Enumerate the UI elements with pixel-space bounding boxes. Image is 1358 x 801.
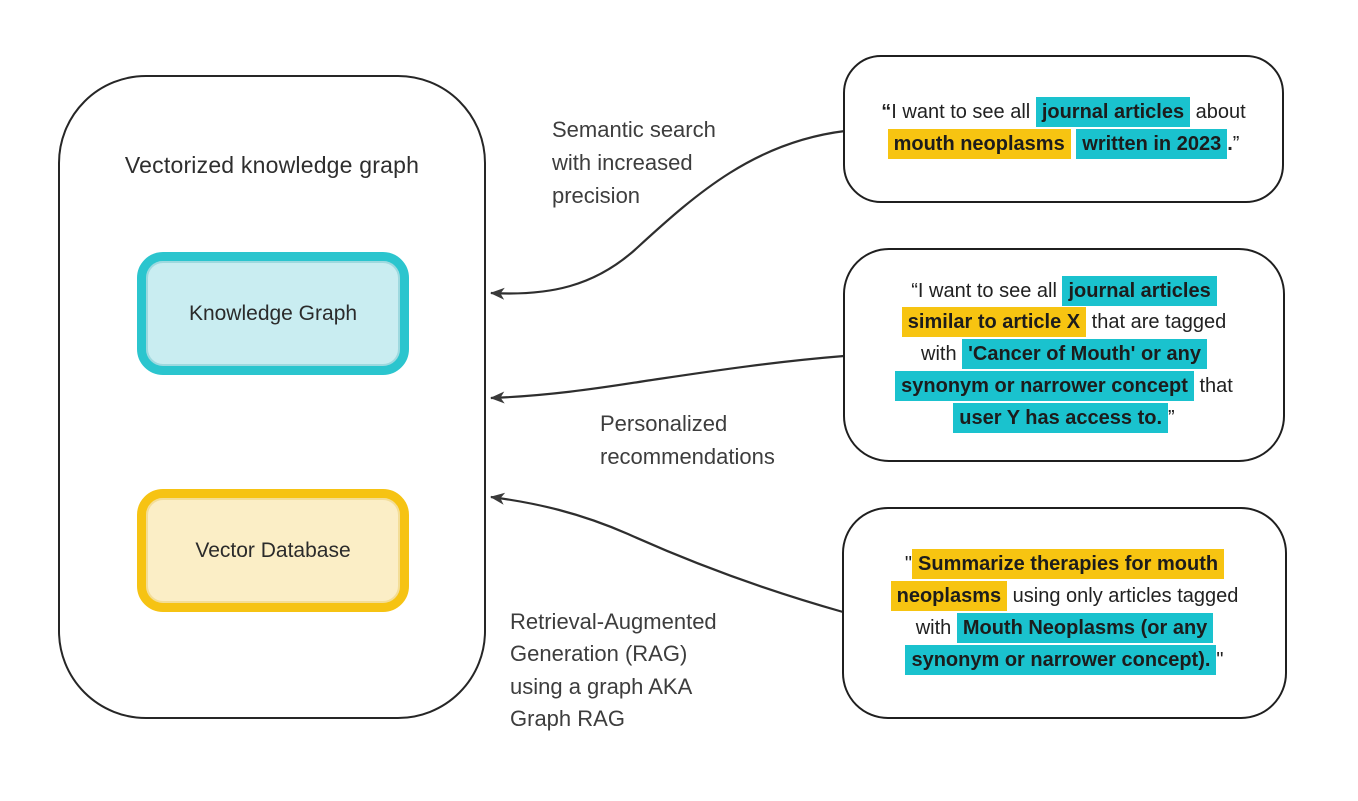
bubble-text-line: synonym or narrower concept that: [895, 370, 1233, 403]
teal-highlighted-text: Mouth Neoplasms (or any: [956, 613, 1214, 643]
plain-text: I want to see all: [891, 101, 1036, 124]
plain-text: with: [915, 617, 957, 639]
teal-highlighted-text: journal articles: [1035, 97, 1191, 128]
annotation-line: using a graph AKA: [510, 673, 693, 699]
edge-personalized-recommendations: [490, 354, 845, 404]
vector-database-node: Vector Database: [137, 489, 409, 612]
annotation-line: Generation (RAG): [510, 641, 688, 667]
edge-graph-rag: [490, 492, 844, 614]
plain-text: with: [921, 343, 963, 366]
teal-highlighted-text: synonym or narrower concept).: [905, 644, 1217, 675]
plain-text: ": [1216, 648, 1224, 671]
bubble-text-line: with 'Cancer of Mouth' or any: [921, 339, 1207, 371]
knowledge-graph-node: Knowledge Graph: [137, 252, 409, 375]
yellow-highlighted-text: similar to article X: [901, 307, 1087, 338]
plain-text: using only articles tagged: [1007, 585, 1239, 608]
teal-highlighted-text: journal articles: [1062, 275, 1217, 306]
annotation-line: Retrieval-Augmented: [510, 609, 717, 634]
yellow-highlighted-text: Summarize therapies for mouth: [912, 549, 1225, 580]
bubble-text-line: neoplasms using only articles tagged: [890, 581, 1239, 613]
vector-database-label: Vector Database: [195, 538, 351, 562]
annotation-line: Semantic search: [552, 117, 716, 142]
teal-highlighted-text: synonym or narrower concept: [895, 370, 1194, 401]
yellow-highlighted-text: neoplasms: [890, 581, 1008, 612]
container-title: Vectorized knowledge graph: [124, 152, 420, 178]
bubble-text-line: "Summarize therapies for mouth: [904, 549, 1225, 581]
annotation-line: Graph RAG: [510, 706, 625, 732]
plain-text: ”: [1232, 133, 1240, 155]
knowledge-graph-label: Knowledge Graph: [188, 301, 358, 325]
bubble-text-line: “I want to see all journal articles abou…: [881, 97, 1246, 129]
annotation-line: Personalized: [600, 411, 728, 436]
bubble-text-line: “I want to see all journal articles: [911, 275, 1217, 308]
annotation-line: recommendations: [600, 444, 775, 469]
teal-highlighted-text: written in 2023: [1076, 129, 1228, 159]
plain-text: about: [1190, 101, 1246, 124]
teal-highlighted-text: 'Cancer of Mouth' or any: [962, 339, 1207, 370]
bubble-text-line: user Y has access to.”: [953, 402, 1175, 435]
bubble-text-line: similar to article X that are tagged: [901, 307, 1227, 339]
plain-text: “: [881, 101, 892, 124]
plain-text: “I want to see all: [911, 279, 1063, 302]
bubble-text-line: synonym or narrower concept).": [905, 644, 1224, 677]
semantic-search-annotation: Semantic search with increased precision: [552, 113, 716, 212]
plain-text: .: [1227, 133, 1233, 155]
plain-text: that are tagged: [1086, 311, 1227, 334]
vectorized-knowledge-graph-container: Vectorized knowledge graph Knowledge Gra…: [58, 75, 486, 719]
plain-text: ": [904, 553, 913, 576]
annotation-line: precision: [552, 183, 641, 208]
plain-text: that: [1193, 374, 1233, 397]
query-bubble-semantic-search: “I want to see all journal articles abou…: [843, 55, 1284, 203]
yellow-highlighted-text: mouth neoplasms: [887, 129, 1071, 159]
plain-text: ”: [1168, 406, 1175, 429]
bubble-text-line: with Mouth Neoplasms (or any: [916, 613, 1214, 645]
annotation-line: with increased: [552, 150, 693, 175]
personalized-recommendations-annotation: Personalized recommendations: [600, 407, 775, 473]
teal-highlighted-text: user Y has access to.: [953, 402, 1169, 433]
bubble-text-line: mouth neoplasms written in 2023.”: [887, 129, 1240, 161]
